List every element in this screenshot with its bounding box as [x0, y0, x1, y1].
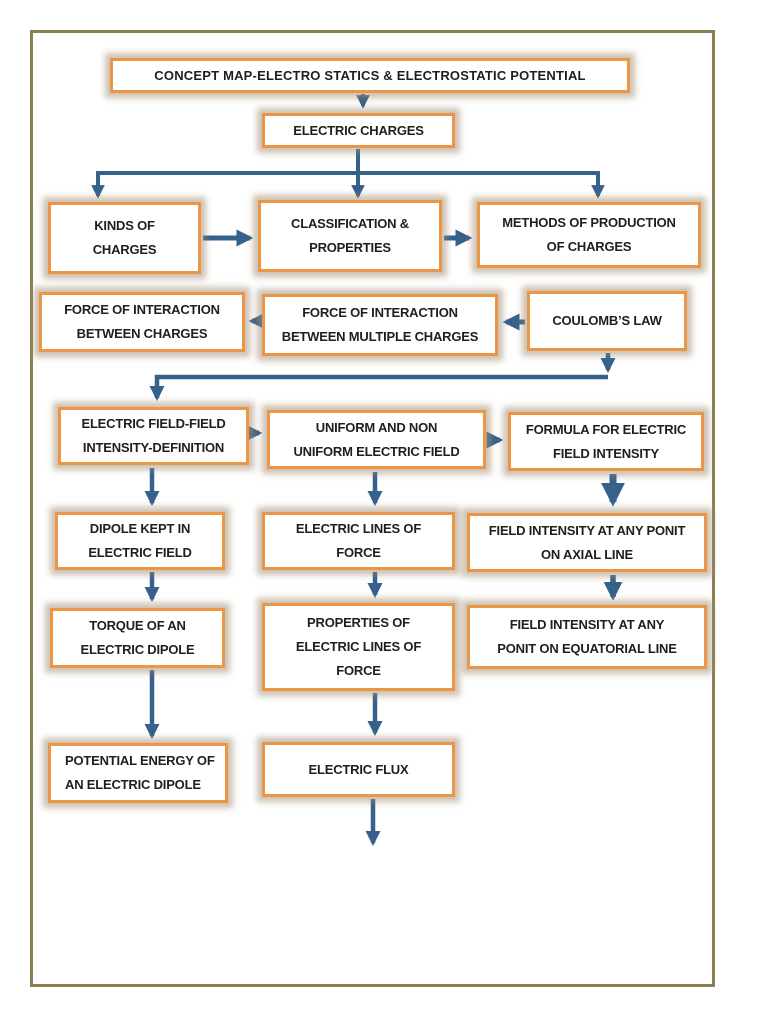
node-force-multiple-charges: FORCE OF INTERACTION BETWEEN MULTIPLE CH…: [262, 294, 498, 356]
node-label: FIELD INTENSITY AT ANY PONIT ON EQUATORI…: [497, 617, 677, 656]
node-label: ELECTRIC LINES OF FORCE: [295, 521, 422, 560]
node-methods-of-production: METHODS OF PRODUCTION OF CHARGES: [477, 202, 701, 268]
node-dipole-in-electric-field: DIPOLE KEPT IN ELECTRIC FIELD: [55, 512, 225, 570]
node-label: FORCE OF INTERACTION BETWEEN CHARGES: [64, 302, 220, 341]
node-label: FIELD INTENSITY AT ANY PONIT ON AXIAL LI…: [488, 522, 686, 562]
node-label: ELECTRIC FIELD-FIELD INTENSITY-DEFINITIO…: [81, 416, 226, 455]
page-frame: [30, 30, 715, 987]
node-uniform-nonuniform-field: UNIFORM AND NON UNIFORM ELECTRIC FIELD: [267, 410, 486, 469]
node-force-between-charges: FORCE OF INTERACTION BETWEEN CHARGES: [39, 292, 245, 352]
node-label: PROPERTIES OF ELECTRIC LINES OF FORCE: [295, 615, 422, 678]
node-potential-energy-dipole: POTENTIAL ENERGY OF AN ELECTRIC DIPOLE: [48, 743, 228, 803]
node-label: METHODS OF PRODUCTION OF CHARGES: [502, 215, 676, 254]
node-properties-lines-of-force: PROPERTIES OF ELECTRIC LINES OF FORCE: [262, 603, 455, 691]
node-label: CONCEPT MAP-ELECTRO STATICS & ELECTROSTA…: [154, 67, 586, 83]
node-label: FORCE OF INTERACTION BETWEEN MULTIPLE CH…: [281, 305, 479, 344]
node-electric-lines-of-force: ELECTRIC LINES OF FORCE: [262, 512, 455, 570]
node-electric-flux: ELECTRIC FLUX: [262, 742, 455, 797]
node-label: ELECTRIC CHARGES: [293, 122, 424, 138]
node-kinds-of-charges: KINDS OF CHARGES: [48, 202, 201, 274]
node-formula-field-intensity: FORMULA FOR ELECTRIC FIELD INTENSITY: [508, 412, 704, 471]
node-label: TORQUE OF AN ELECTRIC DIPOLE: [80, 618, 195, 657]
node-field-intensity-axial: FIELD INTENSITY AT ANY PONIT ON AXIAL LI…: [467, 513, 707, 572]
node-electric-field-definition: ELECTRIC FIELD-FIELD INTENSITY-DEFINITIO…: [58, 407, 249, 465]
node-concept-map-title: CONCEPT MAP-ELECTRO STATICS & ELECTROSTA…: [110, 58, 630, 93]
node-label: POTENTIAL ENERGY OF AN ELECTRIC DIPOLE: [65, 753, 215, 792]
node-field-intensity-equatorial: FIELD INTENSITY AT ANY PONIT ON EQUATORI…: [467, 605, 707, 669]
node-label: DIPOLE KEPT IN ELECTRIC FIELD: [88, 521, 192, 560]
node-label: COULOMB’S LAW: [552, 313, 662, 328]
node-label: UNIFORM AND NON UNIFORM ELECTRIC FIELD: [293, 419, 460, 459]
node-label: KINDS OF CHARGES: [92, 218, 157, 257]
node-classification-properties: CLASSIFICATION & PROPERTIES: [258, 200, 442, 272]
node-torque-electric-dipole: TORQUE OF AN ELECTRIC DIPOLE: [50, 608, 225, 668]
node-label: FORMULA FOR ELECTRIC FIELD INTENSITY: [525, 421, 687, 461]
node-label: CLASSIFICATION & PROPERTIES: [291, 216, 409, 255]
node-label: ELECTRIC FLUX: [308, 761, 409, 777]
node-electric-charges: ELECTRIC CHARGES: [262, 113, 455, 148]
node-coulombs-law: COULOMB’S LAW: [527, 291, 687, 351]
